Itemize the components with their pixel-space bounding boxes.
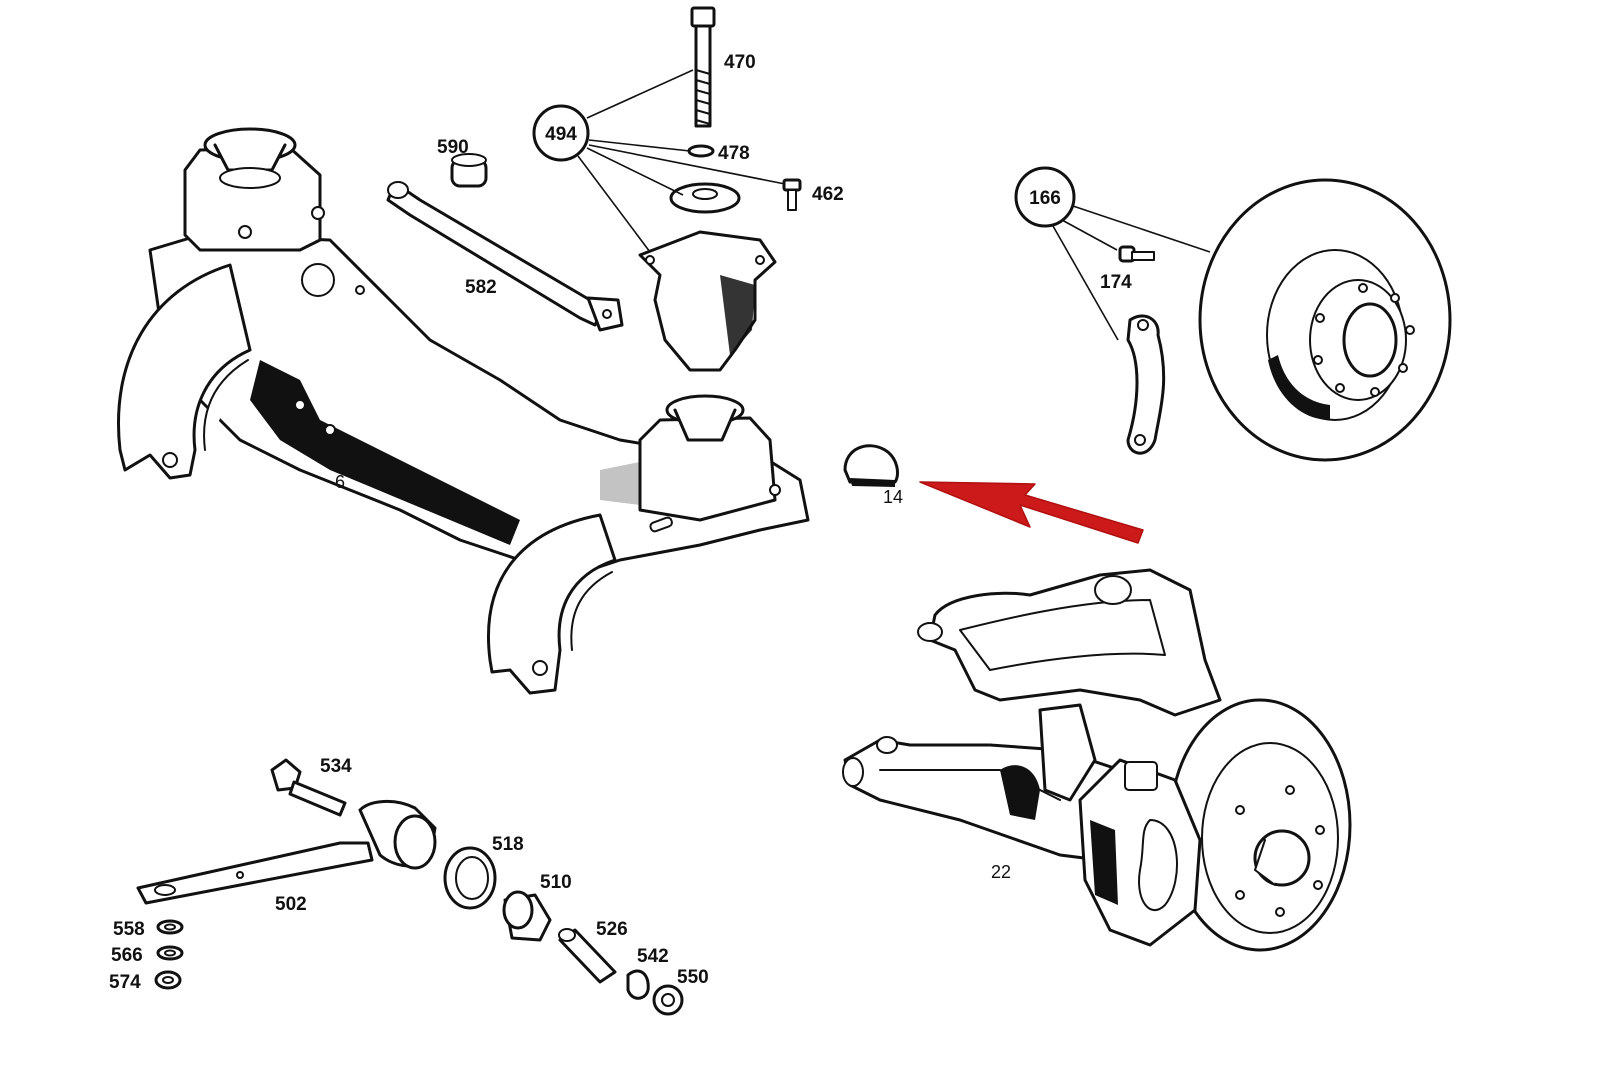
label-534: 534 bbox=[320, 756, 352, 777]
bracket-502-drawing bbox=[136, 800, 437, 905]
label-510: 510 bbox=[540, 872, 572, 893]
brake-disc-drawing bbox=[1198, 178, 1452, 462]
screw-174-drawing bbox=[1118, 245, 1155, 263]
label-542: 542 bbox=[637, 946, 669, 967]
bolt-534-drawing bbox=[270, 758, 347, 817]
mount-cup-drawing bbox=[669, 182, 741, 214]
label-566: 566 bbox=[111, 945, 143, 966]
label-518: 518 bbox=[492, 834, 524, 855]
label-550: 550 bbox=[677, 967, 709, 988]
bushing-590-drawing bbox=[450, 153, 488, 188]
bolt-470-drawing bbox=[690, 6, 716, 128]
label-166: 166 bbox=[1029, 188, 1061, 209]
subframe-drawing bbox=[117, 127, 810, 695]
label-558: 558 bbox=[113, 919, 145, 940]
label-470: 470 bbox=[724, 52, 756, 73]
label-6: 6 bbox=[335, 472, 345, 492]
bushing-510-drawing bbox=[502, 890, 552, 942]
label-14: 14 bbox=[883, 487, 903, 507]
screw-462-drawing bbox=[782, 178, 802, 211]
mount-housing-drawing bbox=[638, 230, 777, 372]
rod-582-drawing bbox=[386, 181, 624, 332]
label-462: 462 bbox=[812, 184, 844, 205]
indicator-arrow bbox=[919, 481, 1144, 544]
label-582: 582 bbox=[465, 277, 497, 298]
label-22: 22 bbox=[991, 862, 1011, 882]
hardware-558-566-574-drawing bbox=[154, 919, 184, 990]
label-502: 502 bbox=[275, 894, 307, 915]
callout-494: 494 bbox=[532, 69, 786, 253]
label-574: 574 bbox=[109, 972, 141, 993]
suspension-assembly-drawing bbox=[842, 568, 1352, 952]
label-494: 494 bbox=[545, 124, 577, 145]
label-174: 174 bbox=[1100, 272, 1132, 293]
label-526: 526 bbox=[596, 919, 628, 940]
washer-478-drawing bbox=[687, 144, 715, 158]
washer-542-drawing bbox=[626, 969, 650, 1000]
sleeve-526-drawing bbox=[558, 928, 617, 984]
bump-stop-drawing bbox=[843, 444, 899, 487]
nut-550-drawing bbox=[652, 984, 684, 1016]
label-478: 478 bbox=[718, 143, 750, 164]
label-590: 590 bbox=[437, 137, 469, 158]
cover-plate-drawing bbox=[1126, 314, 1166, 455]
callout-166: 166 bbox=[1014, 166, 1211, 341]
ring-518-drawing bbox=[443, 846, 497, 910]
